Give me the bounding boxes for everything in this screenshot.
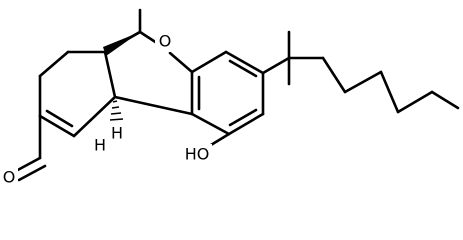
hydrogen-10a-atom: H: [108, 124, 126, 143]
hydroxyl-label: HO: [185, 145, 210, 164]
aldehyde-oxygen-label: O: [3, 168, 16, 187]
aldehyde-oxygen-atom: O: [0, 167, 18, 187]
hydrogen-6a-label: H: [94, 136, 106, 155]
chemical-structure-diagram: O O HO H H: [0, 8, 460, 187]
dimethylheptyl-chain: [261, 30, 460, 114]
ring-oxygen-atom: O: [155, 30, 175, 52]
cyclohexene-ring: [38, 50, 117, 138]
stereo-hash-bond: [108, 100, 126, 127]
aromatic-ring: [190, 50, 265, 136]
pyran-ring: [103, 8, 194, 116]
aldehyde-group: [12, 114, 47, 182]
hydrogen-6a-atom: H: [91, 136, 109, 155]
hydroxyl-atom: HO: [182, 144, 212, 164]
ring-oxygen-label: O: [159, 32, 172, 51]
stereo-wedge-bond: [103, 32, 140, 56]
hydrogen-10a-label: H: [111, 124, 123, 143]
